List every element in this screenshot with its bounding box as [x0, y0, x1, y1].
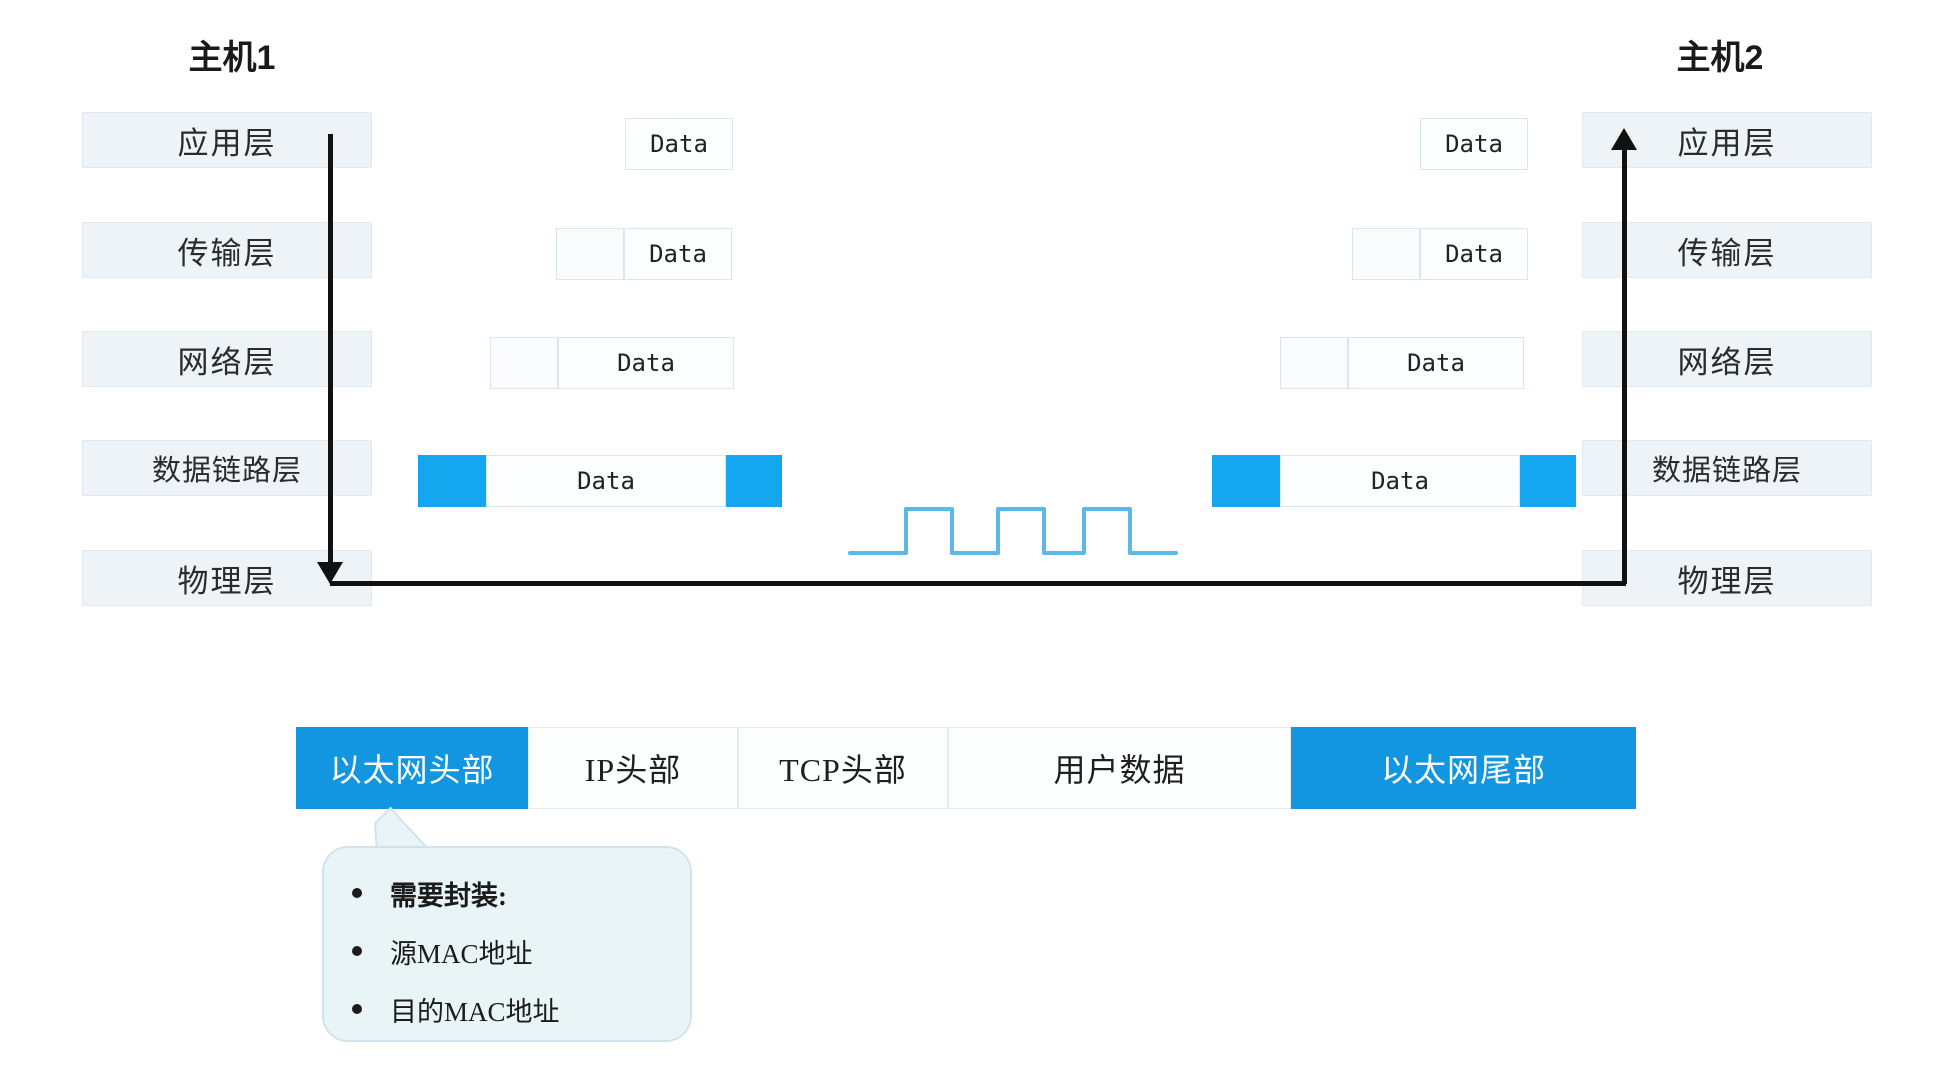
packet-left-network: Data: [490, 337, 734, 389]
layer-label: 数据链路层: [1651, 455, 1802, 487]
packet-header: [1352, 228, 1420, 280]
ethernet-trailer-block: [726, 455, 782, 507]
packet-header: [556, 228, 624, 280]
packet-payload: Data: [1280, 455, 1520, 507]
host1-layer-datalink[interactable]: 数据链路层: [82, 440, 372, 496]
bullet-icon: [352, 888, 362, 898]
frame-cell-ip-header[interactable]: IP头部: [528, 727, 738, 809]
ethernet-header-block: [418, 455, 486, 507]
packet-payload: Data: [624, 228, 732, 280]
frame-cell-ethernet-header[interactable]: 以太网头部: [296, 727, 528, 809]
layer-label: 传输层: [177, 235, 277, 271]
layer-label: 网络层: [1677, 344, 1777, 380]
packet-left-transport: Data: [556, 228, 732, 280]
flow-arrow-down-head: [317, 562, 343, 584]
physical-medium-line: [330, 581, 1626, 586]
square-wave-signal-icon: [848, 507, 1178, 555]
packet-payload: Data: [558, 337, 734, 389]
frame-cell-label: 以太网头部: [329, 752, 495, 788]
packet-right-transport: Data: [1352, 228, 1528, 280]
host2-title: 主机2: [1676, 39, 1764, 77]
host1-layer-transport[interactable]: 传输层: [82, 222, 372, 278]
host1-layer-physical[interactable]: 物理层: [82, 550, 372, 606]
host2-layer-physical[interactable]: 物理层: [1582, 550, 1872, 606]
layer-label: 网络层: [177, 344, 277, 380]
callout-line: 源MAC地址: [338, 922, 680, 980]
ethernet-header-block: [1212, 455, 1280, 507]
bullet-icon: [352, 1004, 362, 1014]
packet-left-datalink: Data: [418, 455, 782, 507]
layer-label: 传输层: [1677, 235, 1777, 271]
packet-right-application: Data: [1420, 118, 1528, 170]
host1-layer-application[interactable]: 应用层: [82, 112, 372, 168]
frame-cell-label: 以太网尾部: [1380, 752, 1546, 788]
callout-line: 需要封装:: [338, 864, 680, 922]
frame-cell-label: 用户数据: [1053, 752, 1186, 788]
host1-layer-network[interactable]: 网络层: [82, 331, 372, 387]
host2-layer-transport[interactable]: 传输层: [1582, 222, 1872, 278]
callout-line: 目的MAC地址: [338, 980, 680, 1038]
layer-label: 应用层: [177, 125, 277, 161]
packet-header: [1280, 337, 1348, 389]
packet-payload: Data: [1420, 118, 1528, 170]
layer-label: 应用层: [1677, 125, 1777, 161]
packet-payload: Data: [625, 118, 733, 170]
layer-label: 数据链路层: [151, 455, 302, 487]
host1-title: 主机1: [188, 39, 276, 77]
frame-cell-tcp-header[interactable]: TCP头部: [738, 727, 948, 809]
ethernet-trailer-block: [1520, 455, 1576, 507]
packet-right-datalink: Data: [1212, 455, 1576, 507]
layer-label: 物理层: [177, 563, 277, 599]
packet-payload: Data: [1348, 337, 1524, 389]
layer-label: 物理层: [1677, 563, 1777, 599]
frame-cell-user-data[interactable]: 用户数据: [948, 727, 1291, 809]
bullet-icon: [352, 946, 362, 956]
frame-cell-ethernet-trailer[interactable]: 以太网尾部: [1291, 727, 1636, 809]
packet-payload: Data: [1420, 228, 1528, 280]
callout-text: 目的MAC地址: [390, 996, 560, 1027]
callout-text: 源MAC地址: [390, 938, 533, 969]
ethernet-frame-bar: 以太网头部 IP头部 TCP头部 用户数据 以太网尾部: [296, 727, 1636, 809]
callout-text: 需要封装:: [390, 880, 507, 911]
packet-header: [490, 337, 558, 389]
packet-left-application: Data: [625, 118, 733, 170]
flow-arrow-down-shaft: [328, 134, 333, 574]
packet-payload: Data: [486, 455, 726, 507]
flow-arrow-up-shaft: [1622, 148, 1627, 584]
flow-arrow-up-head: [1611, 128, 1637, 150]
frame-cell-label: TCP头部: [779, 752, 907, 788]
host2-layer-datalink[interactable]: 数据链路层: [1582, 440, 1872, 496]
frame-cell-label: IP头部: [584, 752, 682, 788]
host2-layer-network[interactable]: 网络层: [1582, 331, 1872, 387]
packet-right-network: Data: [1280, 337, 1524, 389]
encapsulation-callout: 需要封装: 源MAC地址 目的MAC地址: [322, 846, 692, 1042]
